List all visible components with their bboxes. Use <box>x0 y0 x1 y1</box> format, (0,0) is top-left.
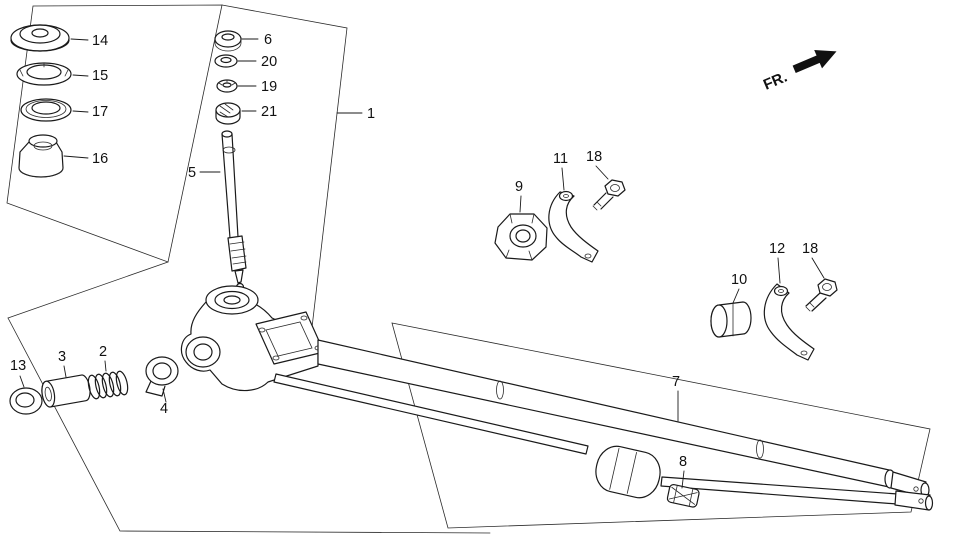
leader-line-4 <box>162 388 167 403</box>
leader-line-2 <box>104 360 107 372</box>
callout-10: 10 <box>731 272 747 288</box>
callout-8: 8 <box>679 454 687 470</box>
part-16-boot-cup <box>18 134 64 178</box>
part-4-guide <box>145 356 179 397</box>
part-14-dust-cap <box>10 24 70 52</box>
callout-20: 20 <box>261 54 277 70</box>
fr-label: FR. <box>761 69 790 94</box>
part-21-bushing-nut <box>215 102 241 125</box>
part-9-mount-cushion <box>494 213 548 261</box>
leader-line-18a <box>595 165 609 180</box>
leader-line-12 <box>777 257 781 284</box>
fr-arrow-icon <box>792 49 837 74</box>
callout-4: 4 <box>160 401 168 417</box>
callout-5: 5 <box>188 165 196 181</box>
callout-13: 13 <box>10 358 26 374</box>
part-7-rack-tube <box>317 339 930 498</box>
callout-11: 11 <box>553 151 568 167</box>
callout-12: 12 <box>769 241 785 257</box>
part-2-spring <box>87 370 129 400</box>
part-19-washer <box>216 79 238 93</box>
leader-line-8 <box>681 470 685 489</box>
part-12-bracket <box>763 283 815 361</box>
gear-box-housing <box>180 285 325 392</box>
part-8-clamp <box>666 484 700 508</box>
leader-line-3 <box>63 365 67 378</box>
part-18-bolt-right <box>805 278 838 312</box>
leader-lines <box>19 38 825 489</box>
rack-shaft-and-boot <box>273 373 934 511</box>
callout-19: 19 <box>261 79 277 95</box>
callout-21: 21 <box>261 104 277 120</box>
leader-line-15 <box>72 74 89 77</box>
callout-15: 15 <box>92 68 108 84</box>
callout-14: 14 <box>92 33 108 49</box>
part-3-bushing <box>41 374 91 408</box>
part-15-ring <box>16 62 72 86</box>
callout-18-left: 18 <box>586 149 602 165</box>
leader-line-14 <box>70 38 89 41</box>
callout-6: 6 <box>264 32 272 48</box>
callout-18-right: 18 <box>802 241 818 257</box>
part-17-seal-ring <box>20 98 72 122</box>
part-18-bolt-left <box>592 179 626 211</box>
leader-line-10 <box>732 288 740 304</box>
part-6-nut <box>214 30 242 52</box>
callout-16: 16 <box>92 151 108 167</box>
leader-line-16 <box>63 155 89 159</box>
leader-line-17 <box>72 110 89 113</box>
part-10-bushing <box>710 301 752 338</box>
callout-9: 9 <box>515 179 523 195</box>
leader-line-9 <box>519 195 522 213</box>
leader-line-18b <box>811 257 825 279</box>
part-20-washer <box>214 54 238 68</box>
fr-direction-marker: FR. <box>761 49 837 94</box>
leader-line-13 <box>19 375 25 388</box>
callout-3: 3 <box>58 349 66 365</box>
part-11-bracket <box>548 190 599 263</box>
part-5-pinion-shaft <box>221 130 247 292</box>
callout-17: 17 <box>92 104 108 120</box>
leader-line-11 <box>561 167 565 191</box>
part-13-washer <box>9 387 43 415</box>
callout-labels: 14 15 17 16 6 20 19 21 1 5 9 11 18 10 12… <box>10 32 818 470</box>
callout-1: 1 <box>367 106 375 122</box>
callout-2: 2 <box>99 344 107 360</box>
callout-7: 7 <box>672 374 680 390</box>
